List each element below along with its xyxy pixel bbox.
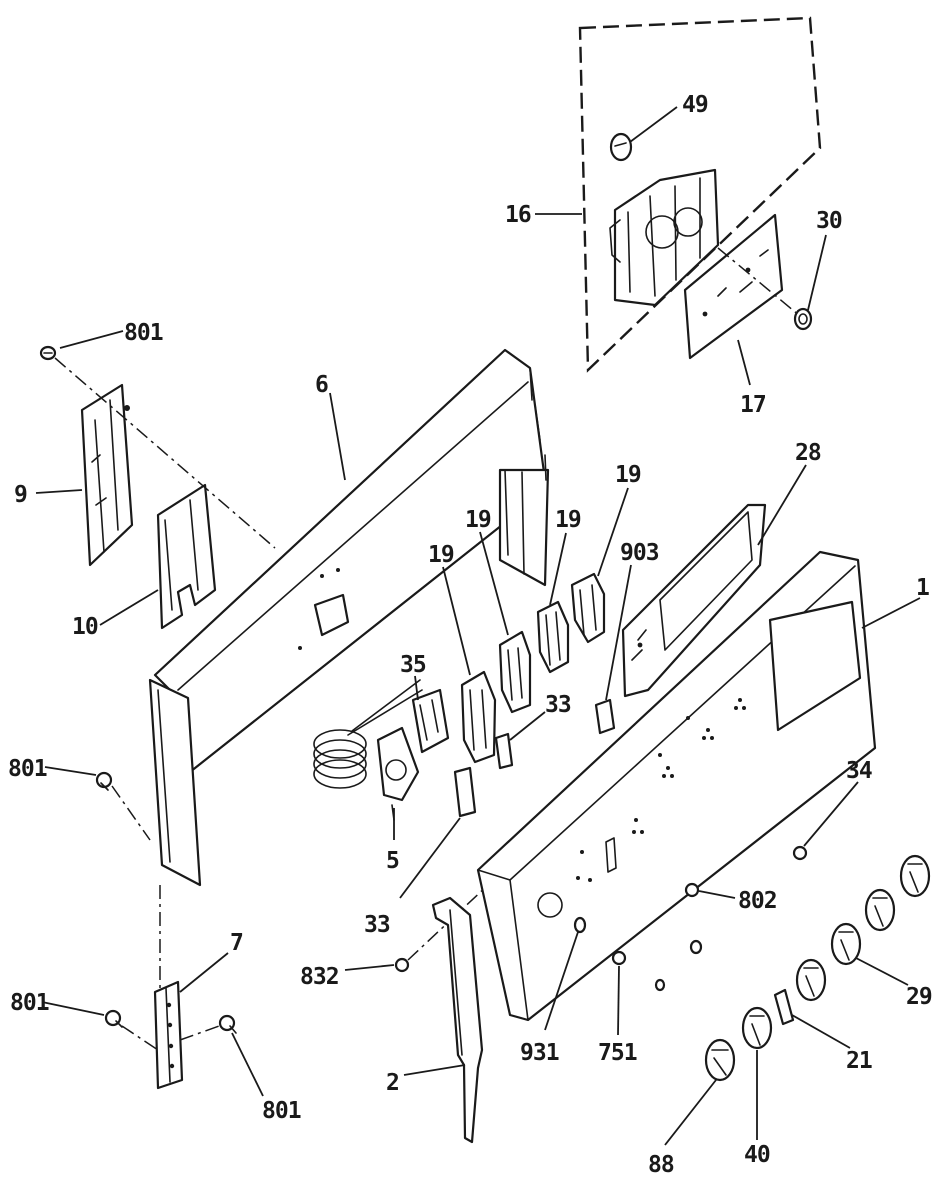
callout-33-a: 33 <box>545 692 571 718</box>
clock-knob-part <box>609 132 633 162</box>
screw-801-bottom-left <box>104 1009 123 1028</box>
leader-lines <box>35 106 921 1146</box>
misc-screws <box>394 845 808 992</box>
callout-17: 17 <box>740 392 766 418</box>
callout-35: 35 <box>400 652 426 678</box>
screw-832 <box>394 957 410 973</box>
screw-931 <box>573 916 587 934</box>
callout-751: 751 <box>598 1040 637 1066</box>
nut-small-b <box>654 978 666 992</box>
knob-88 <box>704 1038 736 1082</box>
infinite-switch-2 <box>498 630 532 714</box>
callout-10: 10 <box>72 614 98 640</box>
clock-overlay-part <box>683 213 784 360</box>
nut-34 <box>792 845 808 861</box>
callout-33-b: 33 <box>364 912 390 938</box>
inner-bracket-part <box>156 483 217 630</box>
callout-9: 9 <box>14 482 27 508</box>
infinite-switch-3 <box>536 600 570 674</box>
callout-29: 29 <box>906 984 932 1010</box>
inset-dashed-border <box>578 16 822 373</box>
infinite-switches <box>460 572 606 764</box>
switch-33-lower <box>453 766 477 818</box>
callout-labels: 801 9 10 6 801 7 801 801 35 5 33 33 832 … <box>8 92 933 1178</box>
connector-block-part <box>411 688 450 754</box>
callout-28: 28 <box>795 440 821 466</box>
callout-21: 21 <box>846 1048 872 1074</box>
clock-timer-part <box>609 168 720 307</box>
screw-751 <box>611 950 627 966</box>
callout-34: 34 <box>846 758 872 784</box>
callout-19-d: 19 <box>615 462 641 488</box>
callout-88: 88 <box>648 1152 674 1178</box>
screws <box>39 345 237 1034</box>
callout-801-a: 801 <box>124 320 163 346</box>
callout-49: 49 <box>682 92 708 118</box>
infinite-switch-4 <box>570 572 606 644</box>
callout-7: 7 <box>230 930 243 956</box>
oven-thermostat-part <box>376 726 420 821</box>
callout-2: 2 <box>386 1070 399 1096</box>
clock-inset <box>578 16 822 373</box>
screw-802 <box>684 882 700 898</box>
callout-5: 5 <box>386 848 399 874</box>
callout-903: 903 <box>620 540 659 566</box>
callout-801-d: 801 <box>262 1098 301 1124</box>
callout-832: 832 <box>300 964 339 990</box>
switch-33-upper <box>494 732 514 770</box>
clip-21 <box>773 988 795 1026</box>
knob-29-a <box>795 958 827 1002</box>
end-trim-part <box>431 896 484 1144</box>
backguard-rear-panel-part <box>148 348 550 887</box>
callout-801-c: 801 <box>10 990 49 1016</box>
control-panel-part <box>476 550 877 1022</box>
callout-931: 931 <box>520 1040 559 1066</box>
mounting-bracket-part <box>153 980 184 1090</box>
knob-29-d <box>899 854 931 898</box>
screw-801-bottom-right <box>218 1014 237 1034</box>
knob-40 <box>741 1006 773 1050</box>
callout-1: 1 <box>916 575 929 601</box>
callout-16: 16 <box>505 202 531 228</box>
nut-small-a <box>689 939 703 955</box>
callout-801-b: 801 <box>8 756 47 782</box>
screw-801-top <box>39 345 57 361</box>
infinite-switch-1 <box>460 670 497 764</box>
knob-29-b <box>830 922 862 966</box>
wiring-harness-part <box>313 679 423 789</box>
screw-801-mid <box>95 771 113 791</box>
knob-holes <box>576 698 746 882</box>
lamp-socket-part <box>594 698 616 735</box>
callout-19-c: 19 <box>555 507 581 533</box>
lens-window-part <box>621 503 767 698</box>
callout-802: 802 <box>738 888 777 914</box>
callout-6: 6 <box>315 372 328 398</box>
callout-19-a: 19 <box>428 542 454 568</box>
knobs <box>704 854 931 1082</box>
knob-30-part <box>793 307 813 331</box>
callout-40: 40 <box>744 1142 770 1168</box>
end-bracket-left-part <box>80 383 134 567</box>
callout-19-b: 19 <box>465 507 491 533</box>
knob-29-c <box>864 888 896 932</box>
callout-30: 30 <box>816 208 842 234</box>
